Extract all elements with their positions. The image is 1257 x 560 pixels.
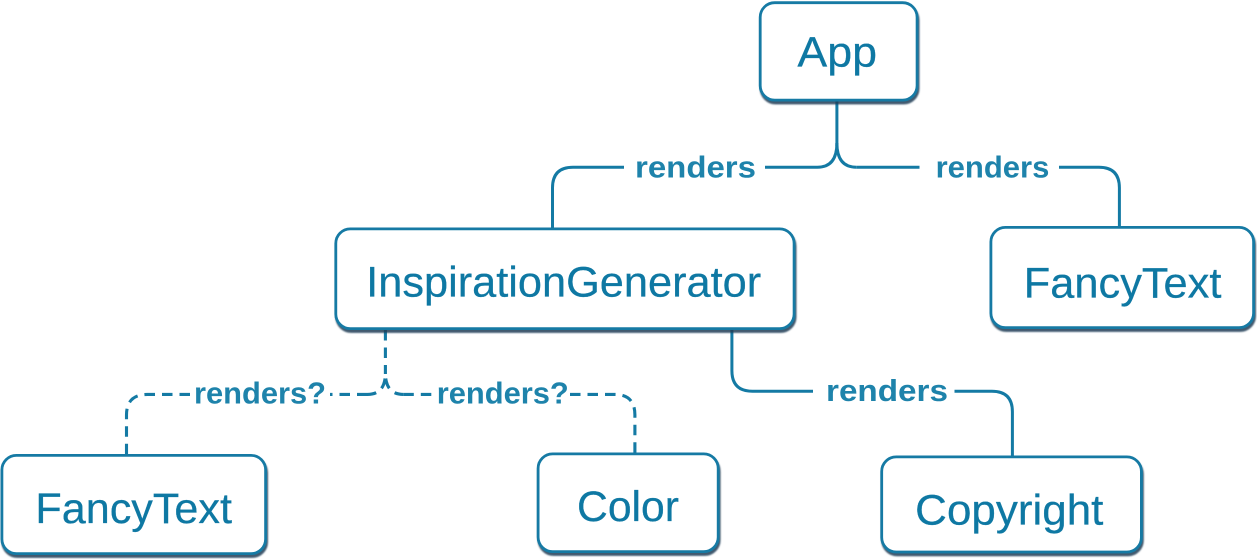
svg-text:InspirationGenerator: InspirationGenerator <box>366 259 761 307</box>
svg-text:renders?: renders? <box>194 376 326 411</box>
svg-text:renders?: renders? <box>437 375 569 410</box>
svg-text:App: App <box>797 29 877 77</box>
svg-text:Copyright: Copyright <box>915 487 1103 535</box>
svg-text:renders: renders <box>635 150 756 185</box>
svg-text:FancyText: FancyText <box>35 485 232 533</box>
svg-text:FancyText: FancyText <box>1024 259 1222 307</box>
svg-text:renders: renders <box>936 150 1050 185</box>
svg-text:Color: Color <box>577 483 679 531</box>
svg-text:renders: renders <box>826 373 948 408</box>
